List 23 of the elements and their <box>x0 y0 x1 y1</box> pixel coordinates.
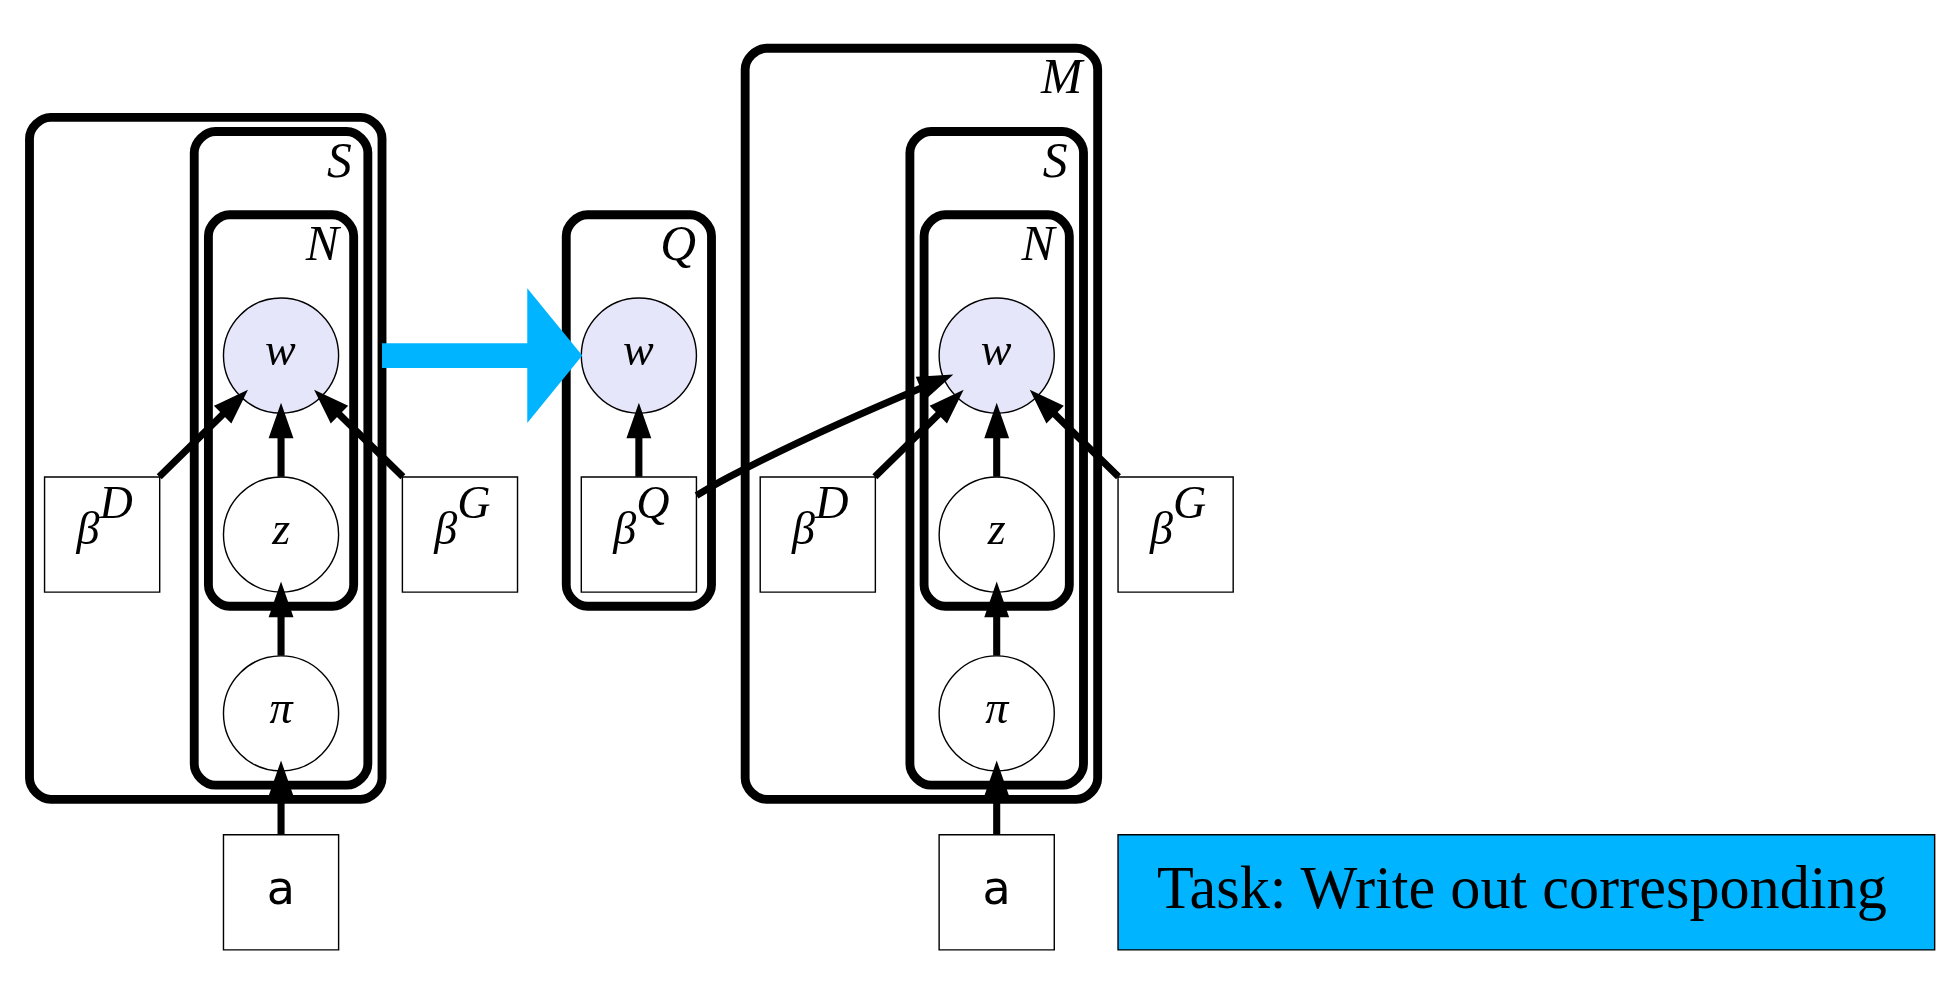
node-box: a <box>938 833 1055 951</box>
node-circle: w <box>580 296 698 414</box>
arrow <box>984 402 1010 477</box>
arrow <box>984 581 1010 656</box>
arrow <box>382 287 583 423</box>
arrow <box>268 402 294 477</box>
arrow <box>1029 389 1121 479</box>
arrow <box>156 389 248 479</box>
node-circle: w <box>222 296 340 414</box>
arrow <box>314 389 406 479</box>
arrow <box>872 389 964 479</box>
node-box: Task: Write out corresponding <box>1117 833 1936 951</box>
arrow <box>984 760 1010 835</box>
node-circle: z <box>222 475 340 593</box>
node-circle: w <box>938 296 1055 414</box>
node-circle: π <box>938 654 1055 772</box>
node-box: a <box>222 833 340 951</box>
arrow <box>626 402 652 477</box>
arrow <box>268 581 294 656</box>
cluster <box>25 112 387 804</box>
node-circle: z <box>938 475 1055 593</box>
node-circle: π <box>222 654 340 772</box>
arrow <box>268 760 294 835</box>
